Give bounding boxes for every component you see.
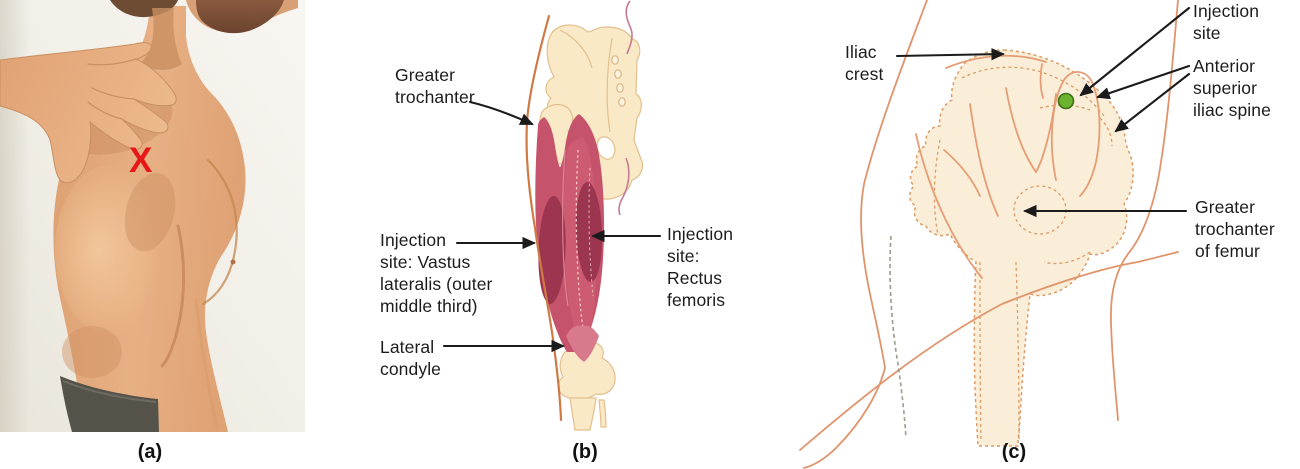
arrow-asis-2 <box>1114 72 1191 133</box>
pelvis-bone <box>539 24 644 200</box>
label-iliac-crest: Iliac crest <box>845 42 884 84</box>
leg-outline <box>525 14 563 422</box>
torso-outline-top <box>625 0 633 55</box>
nipple <box>230 259 236 265</box>
panel-c-diagram <box>799 0 1179 469</box>
trousers <box>60 376 159 432</box>
label-greater-trochanter-of-femur: Greater trochanter of femur <box>1195 197 1275 261</box>
callout-arrows <box>442 6 1191 353</box>
armpit-shadow <box>124 172 176 252</box>
palpating-hand <box>0 42 177 184</box>
arrow-iliac-crest <box>895 48 1006 61</box>
chest-contour <box>201 158 238 306</box>
panel-a-photo <box>0 0 305 432</box>
label-rectus-femoris: Injection site: Rectus femoris <box>667 224 734 310</box>
neck-shading <box>140 8 182 70</box>
caption-panel-c: (c) <box>1001 441 1027 463</box>
arrow-greater-trochanter-b <box>468 100 534 126</box>
tendon-line <box>575 149 588 352</box>
thigh-muscles <box>535 114 605 362</box>
injection-site-dot <box>1057 92 1075 110</box>
label-vastus-lateralis: Injection site: Vastus lateralis (outer … <box>380 230 493 316</box>
tendon-line-2 <box>588 167 594 297</box>
label-lateral-condyle: Lateral condyle <box>380 337 442 379</box>
body-contour-dashed <box>889 235 907 439</box>
belly-shading <box>194 298 218 427</box>
vastus-muscle-belly <box>538 196 566 304</box>
trousers-waistband <box>62 380 157 403</box>
deltoid-x-marker: X <box>129 141 153 180</box>
torso-outline-right <box>618 157 630 216</box>
patellar-tendon <box>566 325 599 362</box>
hip-bone <box>909 49 1134 447</box>
arm-crease <box>160 224 186 368</box>
label-anterior-superior-iliac-spine: Anterior superior iliac spine <box>1193 56 1271 120</box>
elbow-shadow <box>62 326 122 378</box>
knee-bones <box>557 340 616 431</box>
arrow-asis-1 <box>1096 64 1191 100</box>
label-greater-trochanter-b: Greater trochanter <box>395 65 475 107</box>
panel-b-diagram <box>525 0 644 431</box>
body-contours <box>799 0 1179 469</box>
caption-panel-a: (a) <box>137 441 163 463</box>
label-injection-site-c: Injection site <box>1193 1 1260 43</box>
caption-panel-b: (b) <box>572 441 598 463</box>
arm-highlight <box>55 165 165 335</box>
arrow-injection-site-c <box>1079 6 1191 97</box>
finger-creases <box>87 58 137 120</box>
beard <box>196 0 284 34</box>
muscle-separation <box>562 149 569 307</box>
